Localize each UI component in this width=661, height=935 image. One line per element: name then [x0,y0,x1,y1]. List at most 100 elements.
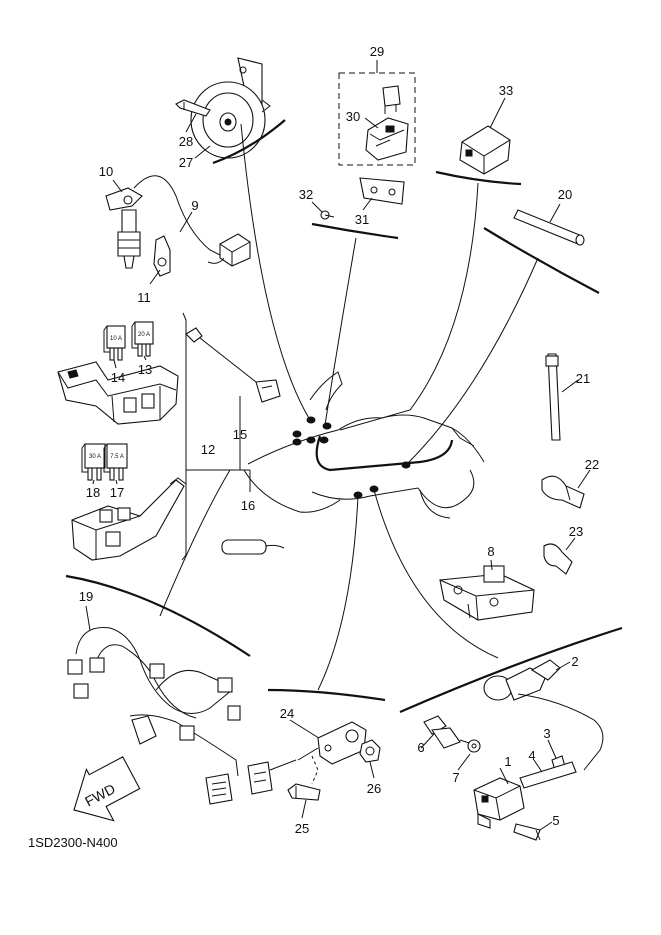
leader-13 [143,355,147,361]
wire-harness-part-19 [67,627,241,805]
tube-part-20 [513,209,585,246]
callout-1: 1 [504,754,511,769]
plug-cap-part-2 [483,659,604,771]
leader-26 [369,761,375,779]
leader-1 [499,767,509,785]
fuse-box-upper [57,361,179,425]
cable-tie-part-21 [545,353,561,441]
leader-33 [489,97,506,129]
leader-3 [547,739,557,759]
callout-5: 5 [552,813,559,828]
callout-15: 15 [233,427,247,442]
callout-30: 30 [346,109,360,124]
leader-19 [85,605,91,631]
regulator-part-8 [439,565,535,621]
switch-part-10 [105,187,143,211]
callout-33: 33 [499,83,513,98]
coil-group-line [399,626,623,714]
callout-22: 22 [585,457,599,472]
route-harness-19 [159,469,231,617]
relay-group-line [311,222,399,240]
callout-11: 11 [137,290,151,305]
callout-8: 8 [487,544,494,559]
leader-9 [179,211,193,233]
callout-2: 2 [571,654,578,669]
leader-4 [533,759,543,773]
fuse-bracket-line [181,312,187,561]
leader-25 [301,799,307,819]
callout-19: 19 [79,589,93,604]
callout-32: 32 [299,187,313,202]
diagram-part-number: 1SD2300-N400 [28,835,118,850]
route-tube [405,257,539,466]
callout-18: 18 [86,485,100,500]
resistor-part-16 [221,539,285,555]
fuse-14-rating: 10 A [110,336,122,342]
screw-part-5 [513,823,541,841]
tube-line [483,227,600,294]
callout-6: 6 [417,740,424,755]
leader-22 [577,469,591,489]
fuse-13-rating: 20 A [138,332,150,338]
callout-4: 4 [528,748,535,763]
callout-16: 16 [241,498,255,513]
bolt-part-28 [175,99,211,117]
leader-32 [311,201,323,213]
callout-20: 20 [558,187,572,202]
callout-13: 13 [138,362,152,377]
sensor-body [117,209,141,269]
harness-19-group-line [65,574,251,657]
bolt-part-25 [287,783,321,801]
route-horn [240,123,311,421]
leader-23 [565,537,576,551]
lead-wire-9 [133,175,223,257]
callout-28: 28 [179,134,193,149]
callout-21: 21 [576,371,590,386]
clamp-part-22 [541,475,585,509]
leader-27 [194,145,211,159]
washer-part-7 [467,739,481,753]
ignition-coil-part-1 [473,777,525,829]
nut-part-26 [359,739,381,763]
fuse-part-17 [103,443,128,481]
callout-27: 27 [179,155,193,170]
sleeve-part-4 [519,761,577,789]
leader-21 [561,379,579,393]
leader-5 [539,821,553,831]
main-harness-wire [315,435,454,472]
bracket-part-31 [359,177,405,205]
fuse-part-14 [103,325,126,361]
leader-11 [149,269,161,285]
switch-group-line [267,688,386,702]
leader-17 [115,479,118,485]
leader-18 [92,479,95,485]
callout-29: 29 [370,44,384,59]
starter-relay-part-33 [459,125,511,175]
screw-part-32 [320,210,335,220]
leader-6 [420,733,435,749]
leader-2 [555,661,571,671]
callout-24: 24 [280,706,294,721]
callout-31: 31 [355,212,369,227]
callout-10: 10 [99,164,113,179]
fuse-17-rating: 7.5 A [110,454,124,460]
leader-20 [549,203,561,223]
switch-part-24 [247,721,367,795]
route-relay [324,237,357,426]
coupler-wire [207,257,225,264]
relay-holder-part-30 [365,117,409,161]
fuse-box-lower [71,477,187,561]
callout-25: 25 [295,821,309,836]
horn-group-line [212,119,286,165]
route-relay-33 [339,182,479,431]
relay-33-line [435,170,522,186]
leader-24 [289,719,323,741]
relay-part-29 [382,85,401,114]
leader-8 [490,559,493,571]
forward-direction-arrow: FWD [73,756,141,822]
leader-7 [457,753,471,771]
leader-10 [112,179,123,193]
fuse-part-13 [131,321,154,357]
route-bottom-left [317,495,359,691]
